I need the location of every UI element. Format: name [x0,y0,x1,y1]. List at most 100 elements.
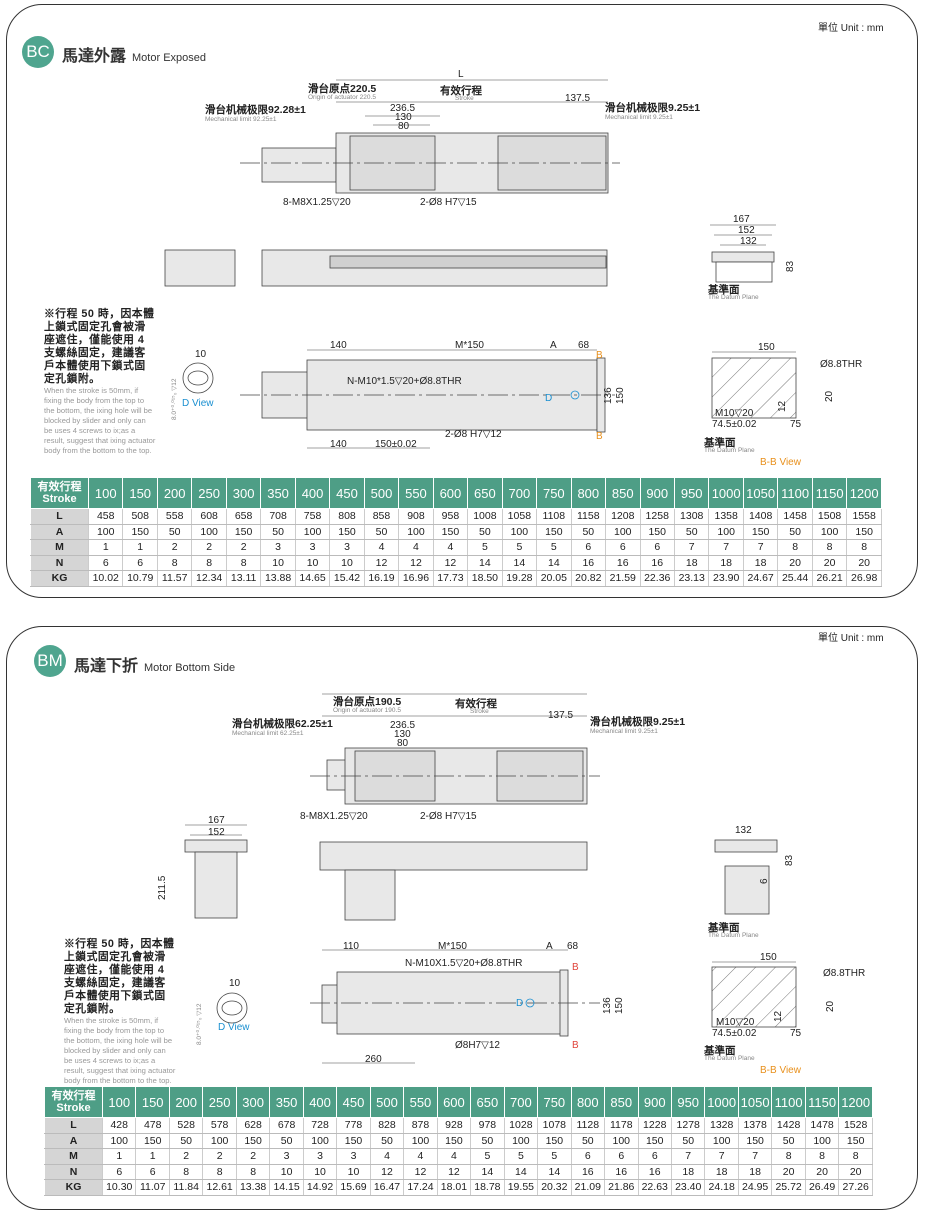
stroke-value-600: 600 [436,1086,472,1118]
table-cell: 2 [191,539,227,556]
table-cell: 22.36 [639,570,675,587]
bb-75: 75 [790,1028,802,1039]
table-cell: 1458 [777,508,813,525]
table-cell: 18 [708,554,744,571]
table-cell: 50 [156,523,193,540]
table-cell: 18 [673,554,710,571]
dim-136: 136 [603,387,614,404]
stroke-header-en: Stroke [42,493,77,505]
table-cell: 828 [369,1117,405,1134]
pin-spec-bottom: 2-Ø8 H7▽12 [445,429,502,440]
unit-label: 單位 Unit : mm [818,23,884,34]
table-cell: 6 [570,1148,606,1165]
table-cell: 20 [838,1163,873,1180]
stroke-value-450: 450 [329,477,365,509]
row-label: KG [30,570,89,587]
table-cell: 23.90 [708,570,744,587]
stroke-note-cn: ※行程 50 時，因本體上鎖式固定孔會被滑座遮住，僅能使用 4 支螺絲固定，建議… [64,938,175,1015]
table-cell: 150 [742,523,779,540]
table-cell: 978 [470,1117,505,1134]
table-cell: 1008 [467,508,503,525]
stroke-note-en: When the stroke is 50mm, if fixing the b… [64,1016,176,1085]
table-cell: 16 [570,1163,606,1180]
table-cell: 8 [168,1163,204,1180]
section-title-en: Motor Exposed [132,52,206,64]
table-cell: 50 [673,523,710,540]
table-cell: 10 [294,554,331,571]
origin-label-en: Origin of actuator 190.5 [333,707,401,714]
table-cell: 12 [403,1163,438,1180]
table-cell: 50 [260,523,296,540]
table-cell: 7 [737,1148,773,1165]
table-cell: 11.07 [135,1179,170,1196]
table-cell: 5 [501,539,538,556]
bb-datum-label: 基準面 [704,437,736,449]
stroke-value-1000: 1000 [708,477,744,509]
dim-83: 83 [785,260,796,272]
table-cell: 150 [537,1132,572,1149]
table-cell: 3 [260,539,296,556]
table-cell: 24.18 [704,1179,739,1196]
table-cell: 150 [639,523,675,540]
row-label: KG [44,1179,103,1196]
table-cell: 2 [202,1148,237,1165]
table-cell: 18 [737,1163,773,1180]
table-cell: 678 [269,1117,304,1134]
table-cell: 1128 [570,1117,606,1134]
table-cell: 7 [742,539,779,556]
mech-limit-right: 滑台机械极限9.25±1 [605,102,701,114]
table-cell: 20 [804,1163,840,1180]
table-cell: 8 [156,554,193,571]
table-cell: 11.57 [156,570,193,587]
table-cell: 1358 [708,508,744,525]
stroke-value-1050: 1050 [742,477,779,509]
bc-end-view-right [711,251,775,263]
dim-167: 167 [208,815,225,826]
table-cell: 19.28 [501,570,538,587]
dim-132: 132 [735,825,752,836]
dim-80: 80 [398,121,410,132]
table-cell: 858 [363,508,400,525]
table-cell: 14 [501,554,538,571]
table-cell: 5 [537,1148,572,1165]
stroke-note: ※行程 50 時，因本體上鎖式固定孔會被滑座遮住，僅能使用 4 支螺絲固定，建議… [44,308,156,456]
section-B-top: B [572,962,579,973]
mech-limit-left-en: Mechanical limit 92.25±1 [205,116,277,123]
table-cell: 23.40 [670,1179,706,1196]
pin-spec-bottom: Ø8H7▽12 [455,1040,500,1051]
mech-limit-right-en: Mechanical limit 9.25±1 [605,114,673,121]
mech-limit-right: 滑台机械极限9.25±1 [590,716,686,728]
pin-spec: 2-Ø8 H7▽15 [420,197,477,208]
pin-spec: 2-Ø8 H7▽15 [420,811,477,822]
table-cell: 4 [432,539,469,556]
stroke-value-1200: 1200 [846,477,882,509]
table-cell: 22.63 [637,1179,672,1196]
bb-74-5: 74.5±0.02 [712,1028,757,1039]
table-cell: 4 [436,1148,472,1165]
stroke-value-500: 500 [363,477,400,509]
table-cell: 8 [191,554,227,571]
table-cell: 10 [269,1163,304,1180]
table-cell: 12 [432,554,469,571]
bb-thr: Ø8.8THR [823,968,866,979]
mech-limit-left: 滑台机械极限62.25±1 [232,718,333,730]
dim-140-bottom: 140 [330,439,347,450]
stroke-value-800: 800 [570,477,607,509]
table-cell: 150 [737,1132,773,1149]
table-cell: 1 [122,539,158,556]
bm-side-view [319,841,588,871]
stroke-value-350: 350 [260,477,296,509]
table-cell: 20 [771,1163,806,1180]
bm-side-view-left [184,839,248,853]
table-cell: 150 [235,1132,271,1149]
stroke-value-800: 800 [570,1086,606,1118]
table-cell: 1158 [570,508,607,525]
stroke-value-1150: 1150 [811,477,848,509]
bb-m10: M10▽20 [715,408,754,419]
